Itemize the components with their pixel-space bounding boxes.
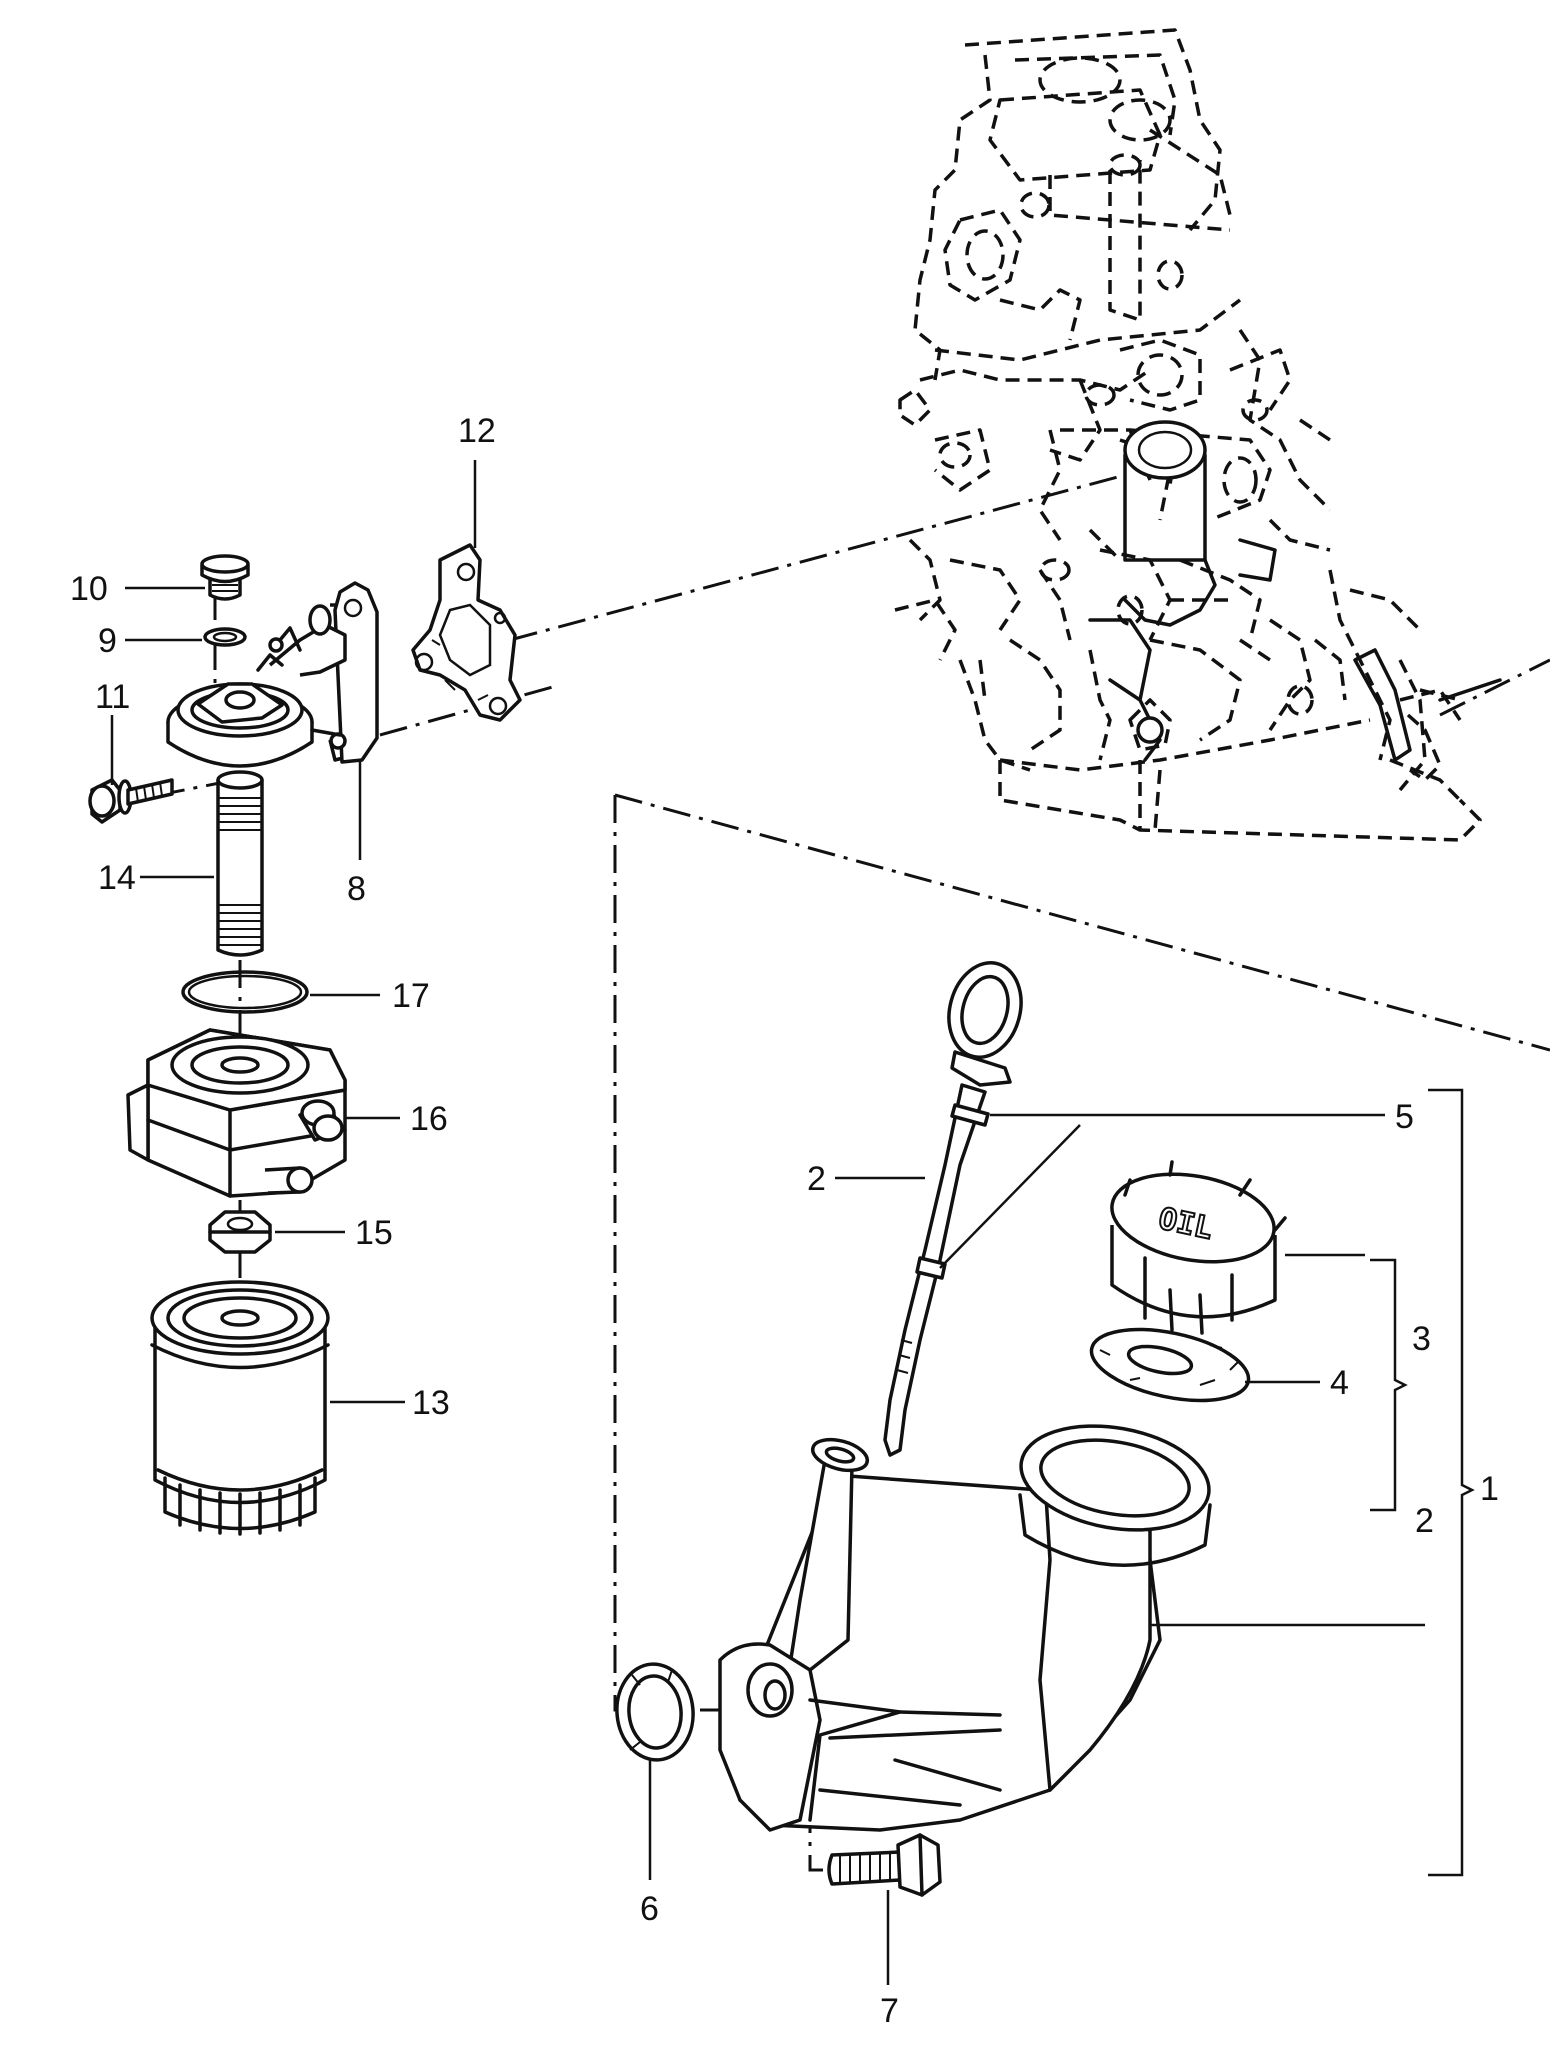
callout-2-group: 2 [1415,1502,1434,1540]
callout-12: 12 [458,412,496,450]
callout-6: 6 [640,1890,659,1928]
nut-part-15 [208,1210,272,1254]
callout-17: 17 [392,977,430,1015]
group-brackets [1370,1088,1475,1877]
callout-7: 7 [880,1992,899,2030]
leader-lines [110,460,1425,1985]
gasket-part-12 [411,543,522,722]
callout-5: 5 [1395,1098,1414,1136]
callout-4: 4 [1330,1364,1349,1402]
callout-16: 16 [410,1100,448,1138]
bolt-part-7 [827,1833,942,1897]
callout-14: 14 [98,859,136,897]
callout-8: 8 [347,870,366,908]
dipstick-part-2 [883,961,1023,1457]
callout-1: 1 [1480,1470,1499,1508]
cap-gasket-part-4 [1089,1327,1251,1403]
callout-13: 13 [412,1384,450,1422]
oil-cooler-part-16 [126,1028,347,1198]
engine-mount-face [1088,420,1502,762]
callout-labels: 10 9 11 12 14 8 17 16 15 13 2 5 3 4 1 2 … [70,412,1499,2030]
seal-ring-part-9 [203,627,247,647]
plug-part-10 [200,554,250,601]
oil-cap-part-3: OIL [1110,1160,1287,1335]
bolt-part-11 [88,778,174,824]
callout-10: 10 [70,570,108,608]
hollow-stud-part-14 [216,770,264,957]
callout-3: 3 [1412,1320,1431,1358]
oil-filler-neck-part-1 [718,1424,1212,1832]
filter-bracket-part-8 [166,581,379,768]
callout-15: 15 [355,1214,393,1252]
callout-9: 9 [98,622,117,660]
o-ring-part-17 [181,970,309,1014]
oil-filter-part-13 [150,1280,330,1536]
gasket-part-6 [615,1662,695,1762]
callout-11: 11 [95,678,130,716]
callout-2-dipstick: 2 [807,1160,826,1198]
